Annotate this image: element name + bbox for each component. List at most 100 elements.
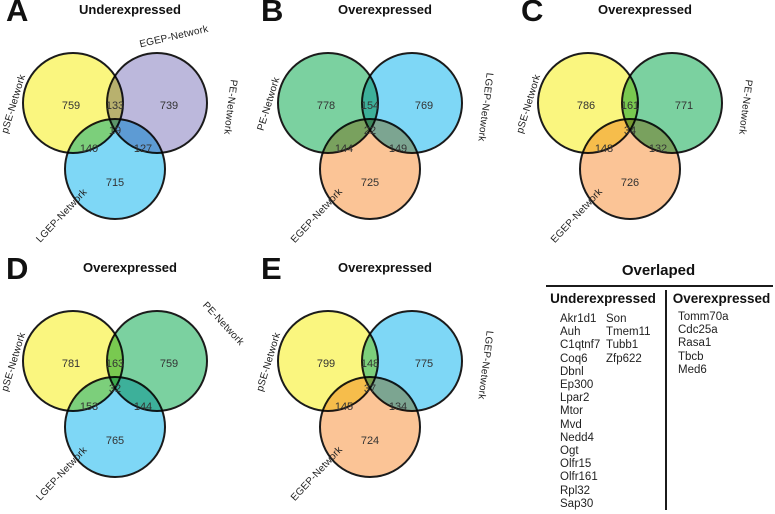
circle-label-right: PE-Network (221, 78, 239, 136)
gene-item: Tomm70a (678, 311, 729, 323)
venn-circle-bottom (579, 118, 681, 220)
venn-diagram: 799 148 775 37 145 134 724 pSE-Network L… (255, 258, 509, 512)
panel-A: A Underexpressed 759 133 739 19 140 127 … (0, 0, 254, 254)
gene-item: Tmem11 (606, 326, 651, 339)
count-left-bottom: 140 (79, 143, 99, 155)
table-header-overexpressed: Overexpressed (672, 291, 771, 306)
gene-item: Ogt (560, 445, 579, 458)
circle-label-bottom-left: LGEP-Network (34, 444, 90, 504)
panel-D: D Overexpressed 781 163 759 32 153 144 7… (0, 251, 254, 512)
gene-item: Lpar2 (560, 392, 590, 405)
gene-item: Sap30 (560, 497, 594, 510)
count-right-bottom: 132 (648, 143, 668, 155)
table-header-underexpressed: Underexpressed (550, 291, 656, 306)
count-left-right: 148 (360, 358, 380, 370)
circle-label-bottom-left: EGEP-Network (289, 444, 345, 504)
count-left-right: 133 (105, 100, 125, 112)
gene-item: C1qtnf7 (560, 339, 601, 352)
venn-circle-bottom (319, 118, 421, 220)
panel-title: Underexpressed (79, 2, 181, 17)
circle-label-bottom-left: LGEP-Network (34, 186, 90, 246)
gene-item: Mtor (560, 405, 583, 418)
panel-letter: C (521, 0, 544, 28)
count-bottom-only: 724 (360, 435, 380, 447)
gene-item: Coq6 (560, 352, 588, 365)
gene-item: Auh (560, 326, 581, 339)
count-left-bottom: 145 (334, 401, 354, 413)
table-title: Overlaped (621, 262, 696, 279)
circle-label-top-right: EGEP-Network (138, 23, 210, 51)
count-right-only: 775 (414, 358, 434, 370)
count-left-bottom: 148 (594, 143, 614, 155)
count-right-bottom: 134 (388, 401, 408, 413)
gene-item: Tbcb (678, 350, 704, 363)
venn-circle-bottom (64, 118, 166, 220)
circle-label-bottom-left: EGEP-Network (289, 186, 345, 246)
count-right-bottom: 127 (133, 143, 153, 155)
panel-B: B Overexpressed 778 154 769 22 144 149 7… (256, 0, 509, 254)
count-left-only: 781 (61, 358, 81, 370)
count-left-right: 163 (105, 358, 125, 370)
count-left-right: 161 (620, 100, 640, 112)
panel-letter: D (6, 251, 29, 286)
panel-title: Overexpressed (338, 260, 432, 275)
count-left-only: 799 (316, 358, 336, 370)
gene-item: Ep300 (560, 379, 594, 392)
count-center: 37 (363, 383, 377, 395)
circle-label-right: PE-Network (736, 78, 754, 136)
panel-letter: B (261, 0, 284, 28)
gene-item: Son (606, 313, 627, 325)
gene-item: Cdc25a (678, 324, 718, 337)
overlap-table: Overlaped Underexpressed Overexpressed A… (544, 262, 773, 512)
gene-item: Tubb1 (606, 339, 639, 352)
count-right-bottom: 149 (388, 143, 408, 155)
count-bottom-only: 726 (620, 177, 640, 189)
panel-title: Overexpressed (83, 260, 177, 275)
gene-item: Dbnl (560, 365, 584, 378)
table-top-divider (546, 285, 773, 287)
panel-letter: A (6, 0, 29, 28)
venn-diagram: 778 154 769 22 144 149 725 PE-Network LG… (256, 0, 509, 254)
gene-item: Olfr15 (560, 458, 592, 471)
venn-diagram: 786 161 771 34 148 132 726 pSE-Network P… (515, 0, 769, 254)
count-left-bottom: 144 (334, 143, 354, 155)
circle-label-right: LGEP-Network (475, 72, 495, 142)
venn-circle-bottom (64, 376, 166, 478)
count-right-bottom: 144 (133, 401, 153, 413)
gene-item: Akr1d1 (560, 313, 597, 325)
count-bottom-only: 725 (360, 177, 380, 189)
count-right-only: 769 (414, 100, 434, 112)
panel-title: Overexpressed (338, 2, 432, 17)
count-left-only: 778 (316, 100, 336, 112)
gene-item: Mvd (560, 418, 582, 431)
circle-label-bottom-left: EGEP-Network (549, 186, 605, 246)
count-center: 34 (623, 125, 637, 137)
count-left-only: 786 (576, 100, 596, 112)
count-bottom-only: 715 (105, 177, 125, 189)
table-vertical-divider (665, 290, 667, 510)
panel-E: E Overexpressed 799 148 775 37 145 134 7… (255, 251, 509, 512)
gene-item: Rasa1 (678, 337, 712, 350)
panel-title: Overexpressed (598, 2, 692, 17)
gene-item: Zfp622 (606, 352, 642, 365)
count-center: 32 (108, 383, 122, 395)
count-center: 22 (363, 125, 377, 137)
count-right-only: 771 (674, 100, 694, 112)
venn-diagram: 781 163 759 32 153 144 765 pSE-Network P… (0, 258, 254, 512)
venn-diagram: 759 133 739 19 140 127 715 pSE-Network E… (0, 0, 254, 254)
count-left-only: 759 (61, 100, 81, 112)
count-center: 19 (108, 125, 122, 137)
count-right-only: 759 (159, 358, 179, 370)
count-bottom-only: 765 (105, 435, 125, 447)
gene-item: Nedd4 (560, 431, 594, 444)
circle-label-top-right: PE-Network (200, 300, 246, 348)
circle-label-right: LGEP-Network (475, 330, 495, 400)
count-right-only: 739 (159, 100, 179, 112)
gene-item: Olfr161 (560, 471, 598, 484)
panel-C: C Overexpressed 786 161 771 34 148 132 7… (515, 0, 769, 254)
gene-item: Med6 (678, 363, 707, 376)
